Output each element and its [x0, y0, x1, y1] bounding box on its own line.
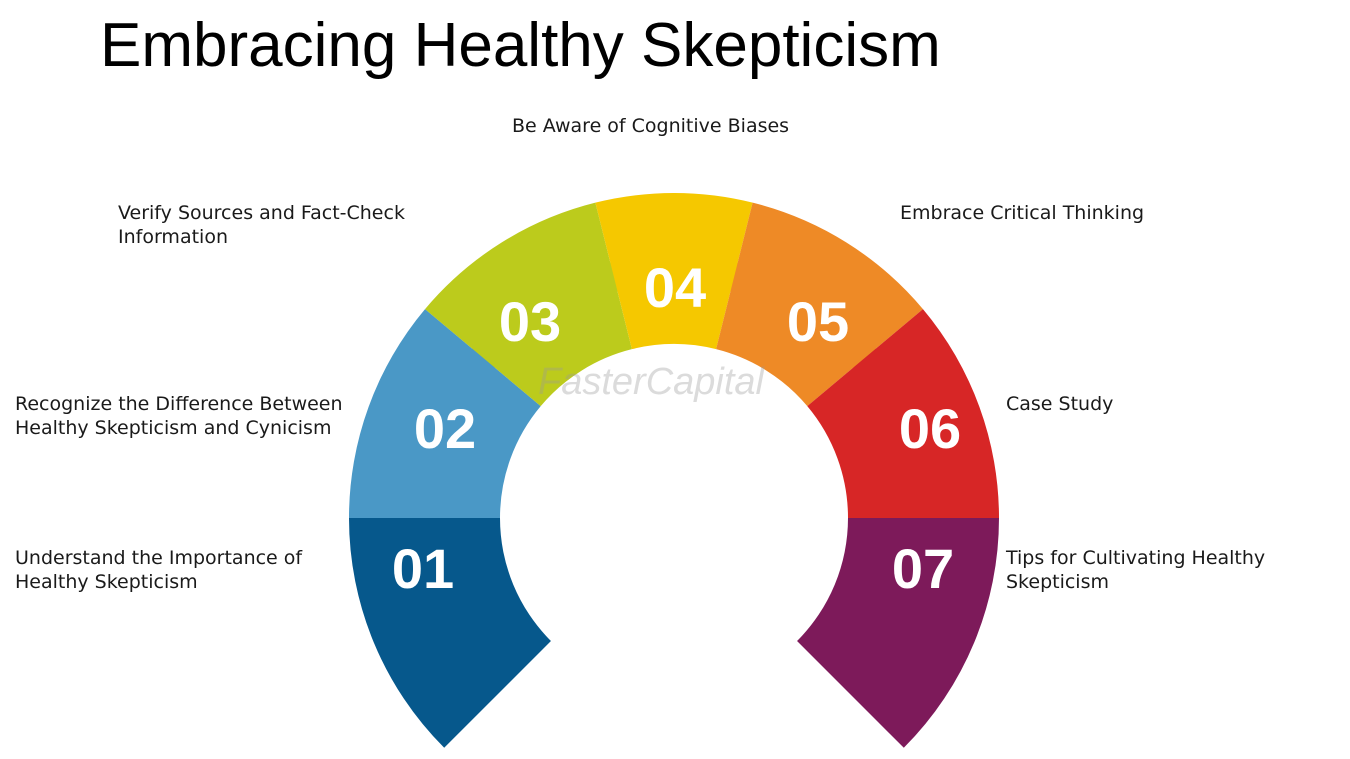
- arc-segments: [349, 193, 999, 748]
- arc-segment-06: [807, 309, 999, 518]
- step-number-07: 07: [892, 537, 954, 600]
- step-number-04: 04: [644, 256, 706, 319]
- step-label-07: Tips for Cultivating Healthy Skepticism: [1006, 547, 1266, 593]
- step-number-02: 02: [414, 397, 476, 460]
- page-title: Embracing Healthy Skepticism: [100, 11, 941, 80]
- arc-segment-04: [595, 193, 753, 350]
- step-number-05: 05: [787, 290, 849, 353]
- arc-segment-07: [797, 518, 999, 748]
- step-label-06: Case Study: [1006, 393, 1114, 415]
- step-number-03: 03: [499, 290, 561, 353]
- step-label-01: Understand the Importance of Healthy Ske…: [15, 547, 303, 593]
- step-numbers: 01 02 03 04 05 06 07: [392, 256, 961, 600]
- step-number-06: 06: [899, 397, 961, 460]
- step-label-04: Be Aware of Cognitive Biases: [512, 115, 790, 137]
- arc-segment-05: [716, 202, 923, 407]
- arc-segment-03: [425, 202, 632, 407]
- step-number-01: 01: [392, 537, 454, 600]
- step-label-03: Verify Sources and Fact-Check Informatio…: [118, 202, 405, 248]
- watermark-text: FasterCapital: [538, 361, 766, 403]
- arc-segment-02: [349, 309, 541, 518]
- step-label-05: Embrace Critical Thinking: [900, 202, 1145, 224]
- arc-segment-01: [349, 518, 551, 748]
- step-label-02: Recognize the Difference Between Healthy…: [15, 393, 343, 439]
